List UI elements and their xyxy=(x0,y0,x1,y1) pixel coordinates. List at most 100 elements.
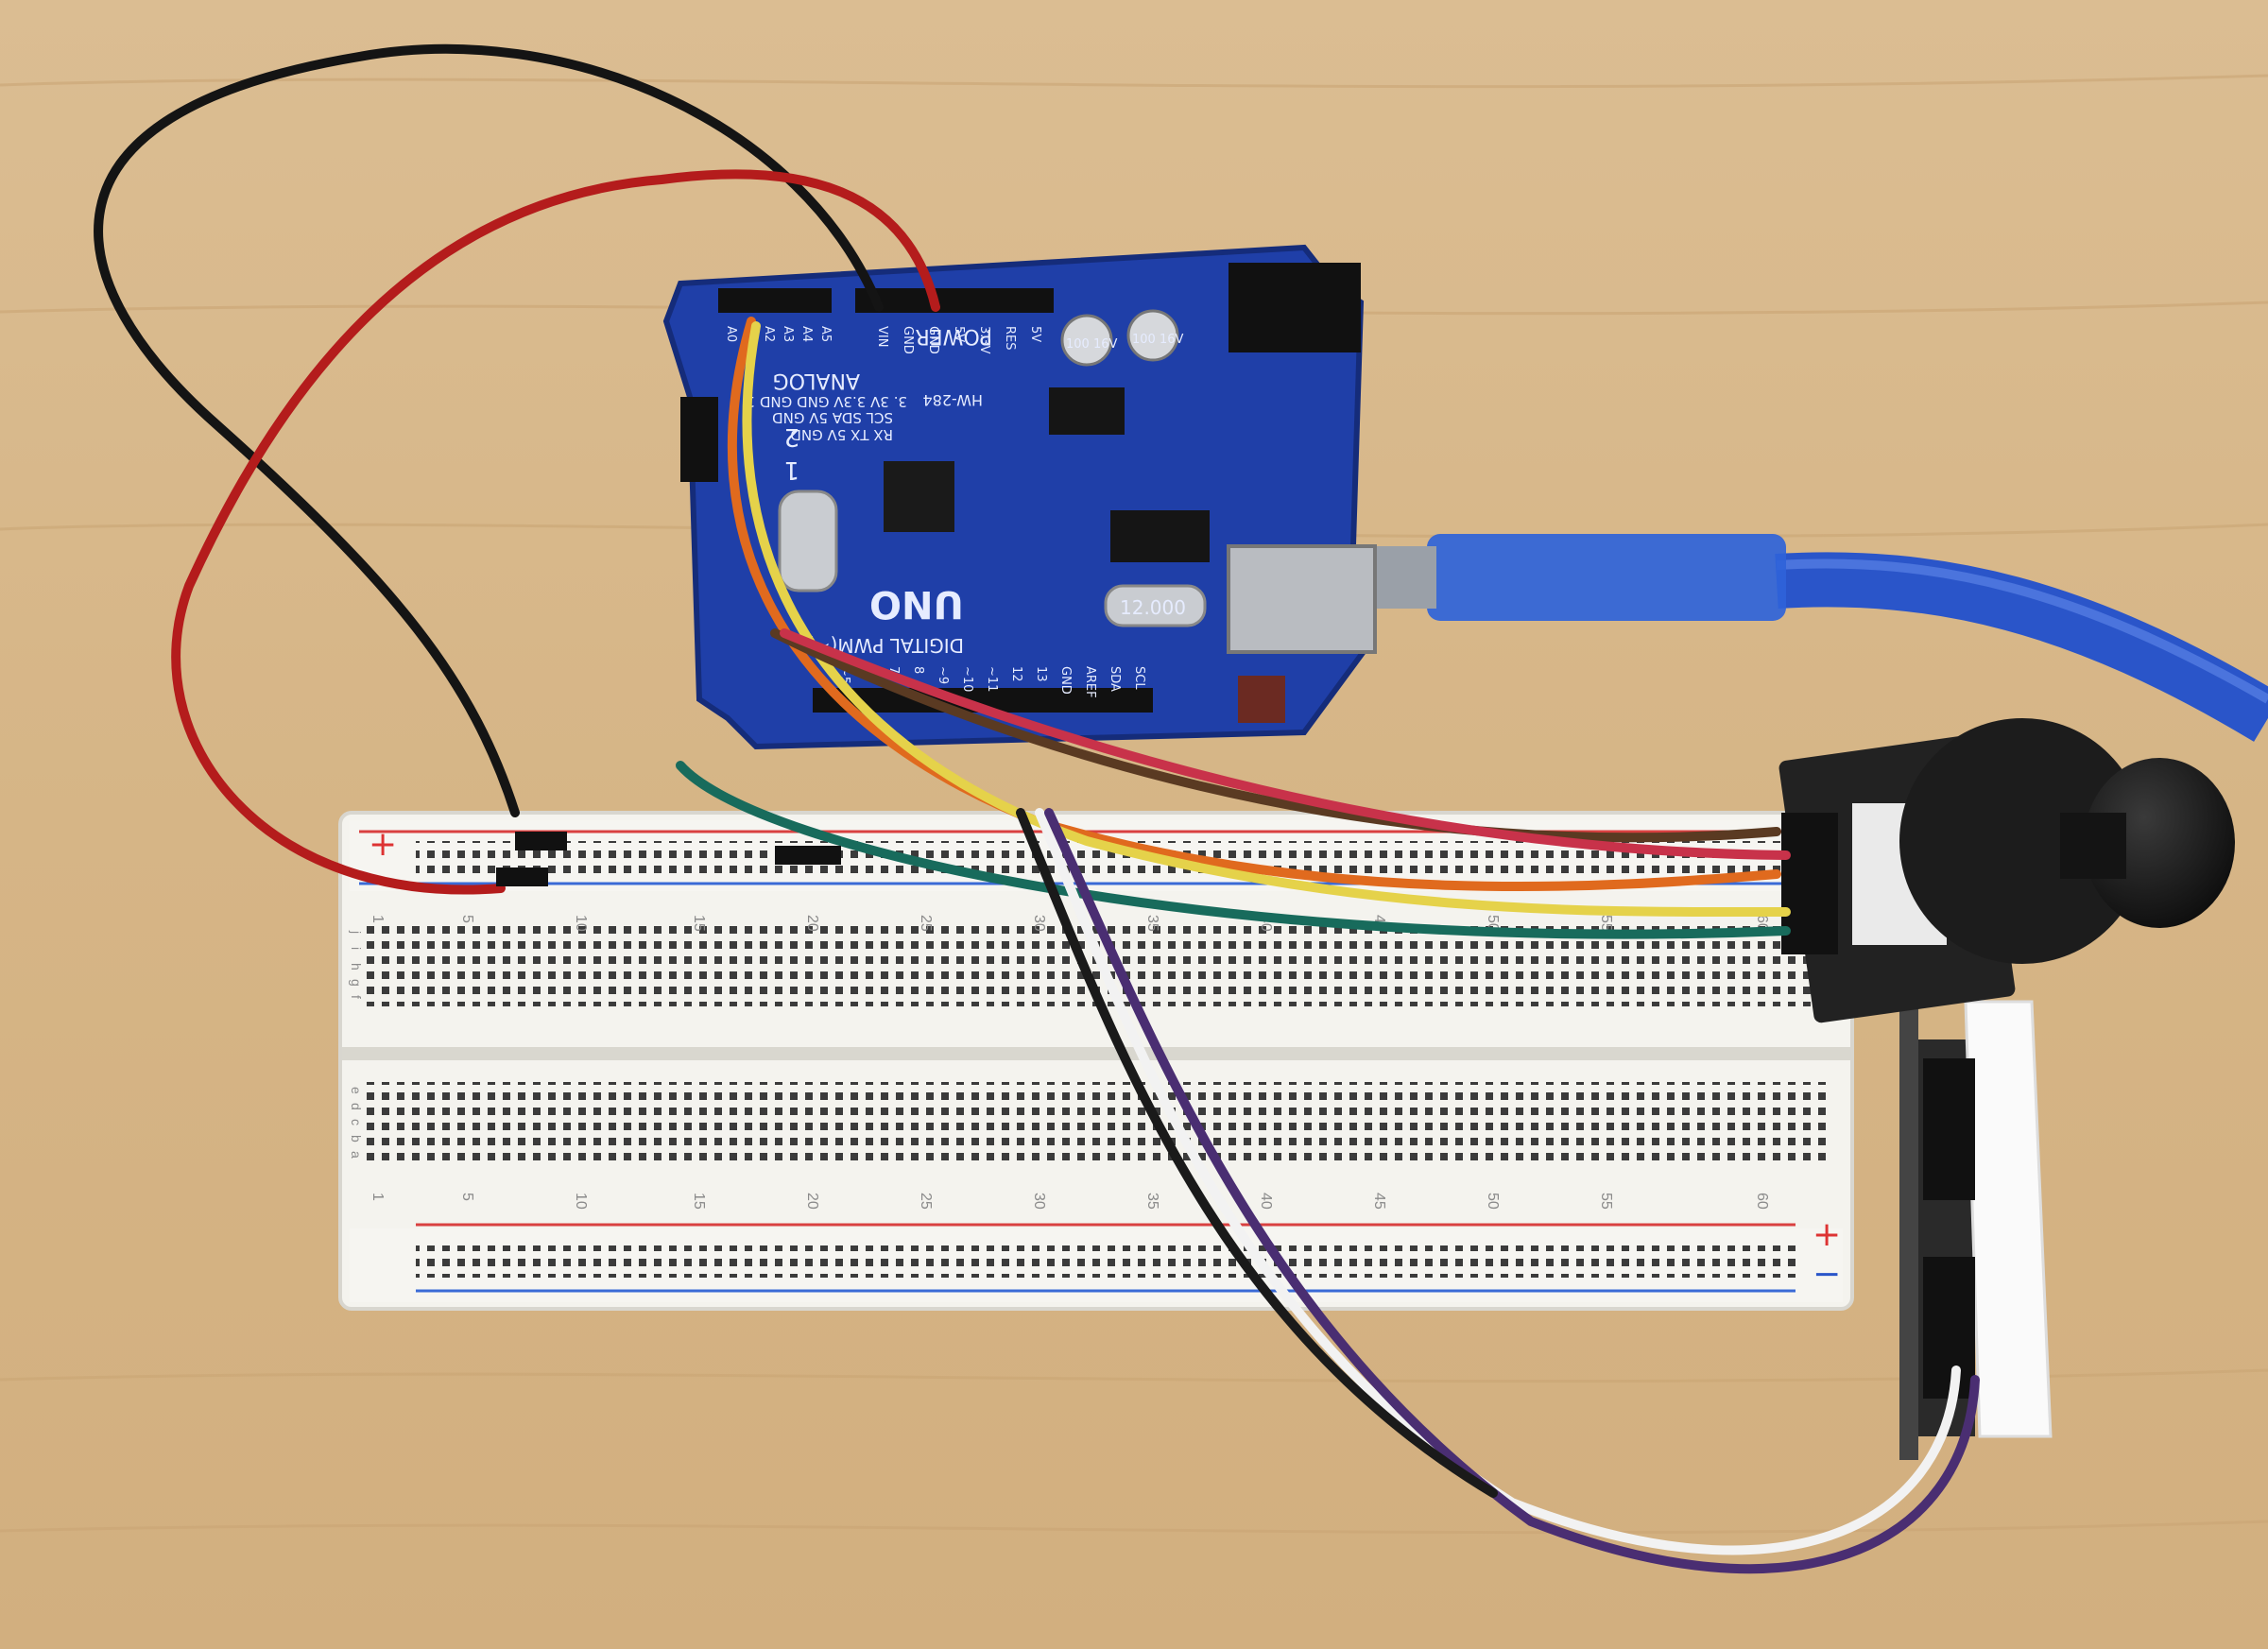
black-wire xyxy=(94,43,884,817)
breadboard-column-number: 60 xyxy=(1754,1193,1770,1210)
breadboard-column-number: 15 xyxy=(691,1193,707,1210)
digital-pin-label: AREF xyxy=(1083,666,1097,698)
breadboard-row-letter: e xyxy=(349,1087,364,1094)
icsp-text-2: SCL SDA 5V GND xyxy=(772,409,893,426)
digital-pin-label: ~10 xyxy=(960,666,974,692)
breadboard-column-number: 40 xyxy=(1258,1193,1274,1210)
relay-module xyxy=(1899,1000,2053,1460)
breadboard-row-letter: i xyxy=(349,947,364,950)
regulator-chip xyxy=(1049,387,1125,435)
header-number-1: 1 xyxy=(783,455,799,484)
breadboard-column-number: 55 xyxy=(1598,1193,1614,1210)
reset-button xyxy=(1238,676,1285,723)
red-wire xyxy=(171,169,940,895)
jumper-connector-red xyxy=(496,867,548,886)
capacitor-left xyxy=(1060,314,1113,367)
capacitor-right-label: 100 16V xyxy=(1132,333,1183,347)
breadboard-column-number: 5 xyxy=(459,915,475,923)
analog-pin-label: A0 xyxy=(724,326,738,342)
breadboard-column-number: 20 xyxy=(804,1193,820,1210)
joystick-module xyxy=(1778,718,2235,1023)
breadboard-column-number: 45 xyxy=(1371,1193,1387,1210)
icsp-text-3: 3. 3V 3.3V GND GND 1 xyxy=(747,393,907,410)
joystick-base xyxy=(1899,718,2145,964)
capacitor-right xyxy=(1126,309,1179,362)
digital-pin-label: ~9 xyxy=(936,666,950,684)
center-channel xyxy=(342,1047,1850,1060)
power-pin-label: 3.3V xyxy=(977,326,991,354)
crystal xyxy=(1104,584,1207,627)
usb-jack xyxy=(1227,544,1377,654)
power-header xyxy=(855,288,1054,313)
power-label: POWER xyxy=(915,324,992,348)
breadboard-column-number: 30 xyxy=(1031,915,1047,932)
analog-pin-label: A3 xyxy=(781,326,795,342)
brown-wire xyxy=(770,628,1781,843)
power-pin-label: 5V xyxy=(1028,326,1042,342)
breadboard-column-number: 25 xyxy=(918,915,934,932)
header-number-2: 2 xyxy=(783,422,799,451)
arduino-board: 12.000 100 16V 100 16V POWER ANALOG UNO … xyxy=(662,244,1377,750)
breadboard-row-letter: d xyxy=(349,1103,364,1110)
breadboard-column-number: 35 xyxy=(1144,1193,1160,1210)
digital-pin-label: 7 xyxy=(886,666,901,674)
breadboard-row-letter: h xyxy=(349,963,364,971)
digital-pin-label: 13 xyxy=(1034,666,1048,682)
breadboard-column-number: 25 xyxy=(918,1193,934,1210)
power-pin-label: 5V xyxy=(952,326,966,342)
breadboard-row-letter: g xyxy=(349,979,364,987)
model-label: HW-284 xyxy=(922,391,983,409)
jumper-connector-black xyxy=(515,832,567,850)
bottom-minus-sign: − xyxy=(1813,1255,1841,1294)
wire-bundle xyxy=(94,43,1980,1574)
crystal-label: 12.000 xyxy=(1120,596,1186,619)
board-name: UNO xyxy=(869,582,964,626)
breadboard-column-number: 1 xyxy=(369,915,386,923)
purple-wire xyxy=(1044,808,1980,1574)
terminal-strip-bottom xyxy=(359,1082,1833,1167)
analog-pin-label: A5 xyxy=(818,326,833,342)
breadboard-row-letter: b xyxy=(349,1135,364,1142)
power-pin-label: RES xyxy=(1003,326,1017,351)
capacitor-left-label: 100 16V xyxy=(1066,337,1117,352)
top-plus-sign: + xyxy=(369,825,397,864)
digital-pin-label: ~11 xyxy=(985,666,999,692)
breadboard-column-number: 1 xyxy=(369,1193,386,1201)
icsp-text-1: RX TX 5V GND xyxy=(790,426,893,443)
digital-pin-label: SCL xyxy=(1132,666,1146,690)
dark-wire xyxy=(1016,808,1498,1498)
icsp-header xyxy=(680,397,718,482)
digital-pin-label: 12 xyxy=(1009,666,1023,682)
power-pin-label: VIN xyxy=(875,326,889,347)
breadboard-row-letter: c xyxy=(349,1119,364,1125)
pink-red-wire xyxy=(780,628,1791,860)
breadboard-column-number: 5 xyxy=(459,1193,475,1201)
breadboard-column-number: 15 xyxy=(691,915,707,932)
breadboard-row-letter: j xyxy=(349,930,364,934)
breadboard-column-number: 55 xyxy=(1598,915,1614,932)
breadboard-column-number: 35 xyxy=(1144,915,1160,932)
analog-pin-label: A4 xyxy=(799,326,814,342)
microcontroller-chip xyxy=(884,461,954,532)
analog-label: ANALOG xyxy=(773,369,860,392)
yellow-wire xyxy=(742,321,1791,918)
digital-pin-label: 8 xyxy=(911,666,925,674)
digital-pin-label: SDA xyxy=(1108,666,1122,692)
row-letters-top: j i hg f xyxy=(349,930,364,999)
analog-pin-label: A2 xyxy=(762,326,776,342)
breadboard-column-number: 50 xyxy=(1485,1193,1501,1210)
ceramic-resonator xyxy=(778,490,838,593)
jumper-connector-mid xyxy=(775,846,841,865)
breadboard-row-letter: f xyxy=(349,995,364,999)
digital-pin-label: GND xyxy=(1058,666,1073,695)
breadboard-column-number: 10 xyxy=(573,915,589,932)
breadboard-column-number: 10 xyxy=(573,1193,589,1210)
breadboard-column-number: 30 xyxy=(1031,1193,1047,1210)
analog-header xyxy=(718,288,832,313)
